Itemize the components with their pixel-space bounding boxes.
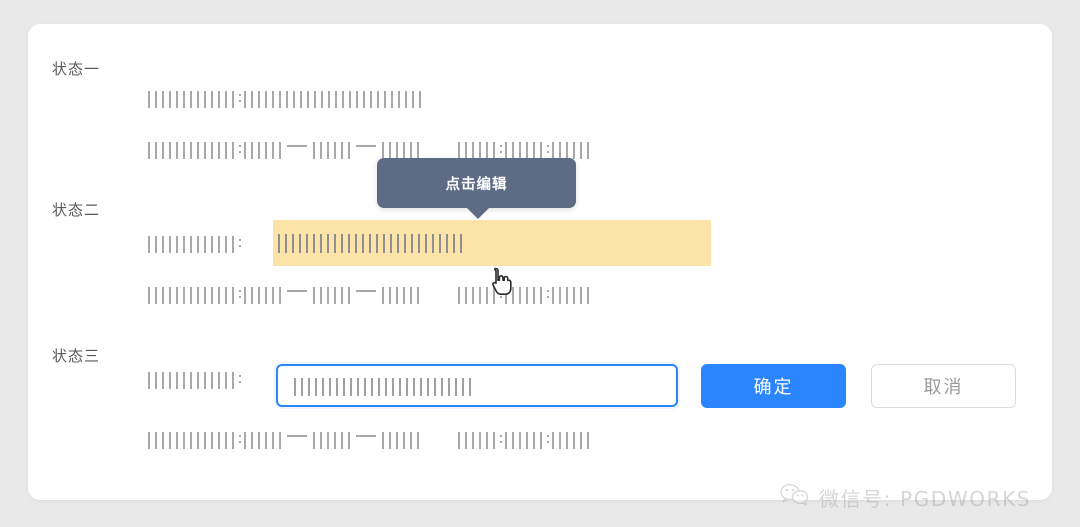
state-one-datetime-row — [148, 139, 594, 159]
redacted-label-text — [148, 88, 239, 108]
dash-separator — [356, 145, 376, 147]
colon-separator — [239, 369, 241, 389]
redacted-date-month — [313, 429, 355, 449]
colon-separator — [239, 429, 241, 449]
redacted-date-year — [244, 139, 286, 159]
colon-separator — [547, 284, 549, 304]
redacted-label-text — [148, 429, 239, 449]
dash-separator — [287, 435, 307, 437]
editable-field-highlight[interactable] — [273, 220, 711, 266]
wechat-icon — [780, 483, 810, 512]
watermark-text: 微信号: PGDWORKS — [819, 487, 1032, 511]
state-two-editable-value[interactable] — [278, 232, 467, 254]
colon-separator — [500, 284, 502, 304]
colon-separator — [500, 139, 502, 159]
redacted-time-second — [552, 429, 594, 449]
edit-tooltip-label: 点击编辑 — [445, 176, 508, 193]
colon-separator — [500, 429, 502, 449]
redacted-time-minute — [505, 284, 547, 304]
redacted-label-text — [148, 233, 239, 253]
state-two-datetime-row — [148, 284, 594, 304]
confirm-button[interactable]: 确定 — [701, 364, 846, 408]
dash-separator — [287, 145, 307, 147]
redacted-date-year — [244, 284, 286, 304]
confirm-button-label: 确定 — [753, 377, 794, 398]
redacted-date-day — [382, 284, 424, 304]
redacted-time-minute — [505, 429, 547, 449]
redacted-time-hour — [458, 429, 500, 449]
redacted-time-hour — [458, 139, 500, 159]
redacted-date-year — [244, 429, 286, 449]
colon-separator — [239, 139, 241, 159]
redacted-time-second — [552, 139, 594, 159]
cancel-button[interactable]: 取消 — [871, 364, 1016, 408]
dash-separator — [287, 290, 307, 292]
watermark: 微信号: PGDWORKS — [780, 483, 1031, 512]
edit-input-value[interactable] — [294, 376, 476, 396]
redacted-value-text — [278, 233, 467, 253]
redacted-time-second — [552, 284, 594, 304]
colon-separator — [547, 139, 549, 159]
state-one-field-row — [148, 88, 426, 108]
edit-tooltip-arrow — [466, 207, 490, 219]
state-two-field-row — [148, 233, 244, 253]
redacted-label-text — [148, 369, 239, 389]
redacted-label-text — [148, 284, 239, 304]
state-three-field-row — [148, 369, 244, 389]
redacted-label-text — [148, 139, 239, 159]
colon-separator — [239, 233, 241, 253]
dash-separator — [356, 290, 376, 292]
dash-separator — [356, 435, 376, 437]
cancel-button-label: 取消 — [923, 377, 964, 398]
colon-separator — [239, 88, 241, 108]
edit-tooltip: 点击编辑 — [377, 158, 576, 208]
redacted-date-month — [313, 284, 355, 304]
redacted-value-text — [244, 88, 426, 108]
state-three-label: 状态三 — [52, 347, 101, 365]
redacted-time-minute — [505, 139, 547, 159]
redacted-date-month — [313, 139, 355, 159]
field-label-bars — [148, 88, 239, 108]
state-three-datetime-row — [148, 429, 594, 449]
redacted-date-day — [382, 139, 424, 159]
redacted-time-hour — [458, 284, 500, 304]
redacted-date-day — [382, 429, 424, 449]
state-two-label: 状态二 — [52, 201, 101, 219]
state-one-label: 状态一 — [52, 60, 101, 78]
redacted-input-text — [294, 376, 476, 396]
colon-separator — [239, 284, 241, 304]
content-card: 状态一 状态二 — [28, 24, 1052, 511]
colon-separator — [547, 429, 549, 449]
